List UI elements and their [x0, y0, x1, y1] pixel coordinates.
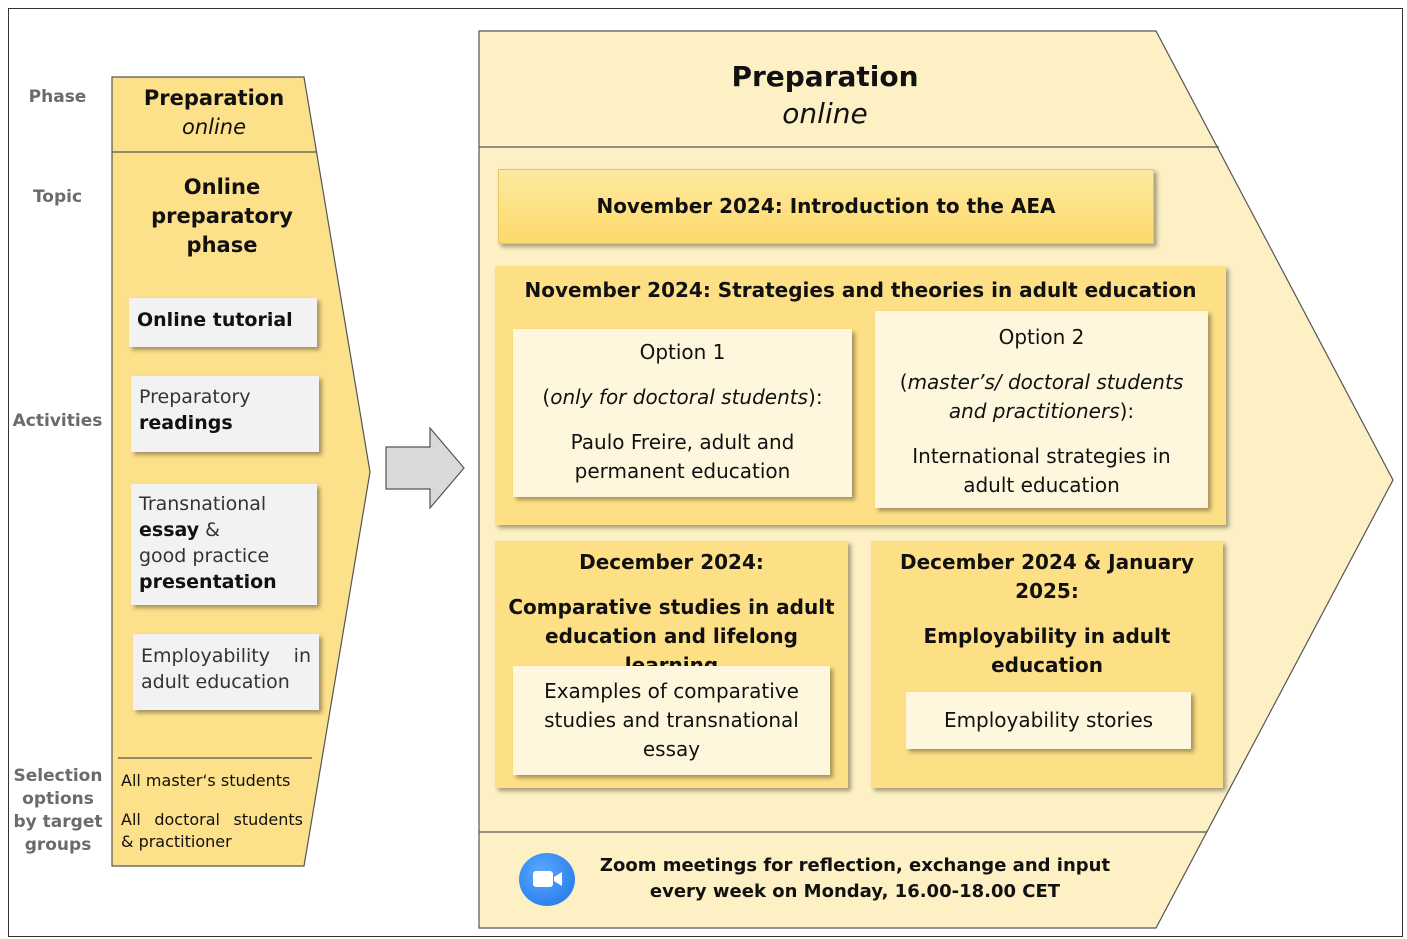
right-phase-title: Preparation [731, 60, 919, 93]
option2-target: (master’s/ doctoral students and practit… [875, 368, 1208, 426]
activity-essay-amp: & [199, 519, 220, 541]
intro-title: November 2024: Introduction to the AEA [596, 194, 1056, 218]
comparative-title: Comparative studies in adult education a… [508, 595, 835, 677]
comparative-date: December 2024: [579, 550, 764, 574]
zoom-line2: every week on Monday, 16.00-18.00 CET [649, 881, 1061, 902]
row-label-topic: Topic [32, 187, 83, 207]
option1-target-text: only for doctoral students [550, 385, 809, 409]
employability-box: December 2024 & January 2025: Employabil… [871, 541, 1223, 788]
zoom-camera-glyph [533, 871, 562, 887]
comparative-content: Examples of comparative studies and tran… [544, 679, 799, 761]
activity-preparatory-readings: Preparatory readings [131, 376, 319, 452]
employability-title: Employability in adult education [923, 624, 1171, 677]
employability-content-box: Employability stories [906, 692, 1191, 749]
zoom-camera-icon [519, 853, 575, 906]
option1-label: Option 1 [639, 340, 726, 364]
activity-essay-presentation: Transnational essay & good practice pres… [131, 484, 317, 605]
left-phase-title: Preparation [143, 86, 285, 110]
intro-box: November 2024: Introduction to the AEA [498, 169, 1154, 244]
option1-content: Paulo Freire, adult and permanent educat… [570, 430, 795, 483]
employability-content: Employability stories [943, 708, 1154, 732]
activity-readings-line2: readings [139, 412, 233, 434]
selection-masters: All master‘s students [121, 771, 291, 790]
left-phase-header: Preparation online [112, 84, 316, 142]
option2-target-open: ( [899, 370, 908, 394]
row-label-phase: Phase [28, 87, 87, 107]
strategies-title: November 2024: Strategies and theories i… [524, 278, 1197, 302]
activity-employability: Employability in adult education [133, 634, 319, 710]
zoom-line1: Zoom meetings for reflection, exchange a… [599, 855, 1111, 876]
transition-arrow [385, 426, 465, 510]
activity-presentation-bold: presentation [139, 571, 277, 593]
outer-frame [8, 8, 1403, 937]
left-topic: Online preparatory phase [151, 175, 293, 257]
right-phase-mode: online [782, 97, 868, 130]
activity-online-tutorial: Online tutorial [129, 298, 317, 347]
option1-target-open: ( [542, 385, 551, 409]
option1-target-close: ): [808, 385, 823, 409]
left-phase-mode: online [181, 115, 247, 139]
activity-readings-line1: Preparatory [139, 386, 251, 408]
activity-essay-bold: essay [139, 519, 200, 541]
zoom-meetings-text: Zoom meetings for reflection, exchange a… [590, 853, 1120, 905]
option2-target-close: ): [1119, 399, 1135, 423]
option2-content: International strategies in adult educat… [912, 444, 1171, 497]
activity-online-tutorial-label: Online tutorial [137, 309, 293, 331]
row-label-selection: Selection options by target groups [13, 766, 103, 855]
option2-box: Option 2 (master’s/ doctoral students an… [875, 311, 1208, 508]
employability-date: December 2024 & January 2025: [900, 550, 1194, 603]
selection-doctoral: All doctoral students & practitioner [121, 810, 303, 851]
activity-essay-line3: good practice [139, 545, 270, 567]
right-phase-header: Preparation online [680, 58, 970, 132]
row-label-activities: Activities [12, 411, 103, 431]
activity-essay-line1: Transnational [139, 493, 267, 515]
option1-box: Option 1 (only for doctoral students): P… [513, 329, 852, 497]
comparative-content-box: Examples of comparative studies and tran… [513, 666, 830, 775]
option1-target: (only for doctoral students): [513, 383, 852, 412]
option2-label: Option 2 [998, 325, 1085, 349]
option2-target-text: master’s/ doctoral students and practiti… [907, 370, 1184, 423]
